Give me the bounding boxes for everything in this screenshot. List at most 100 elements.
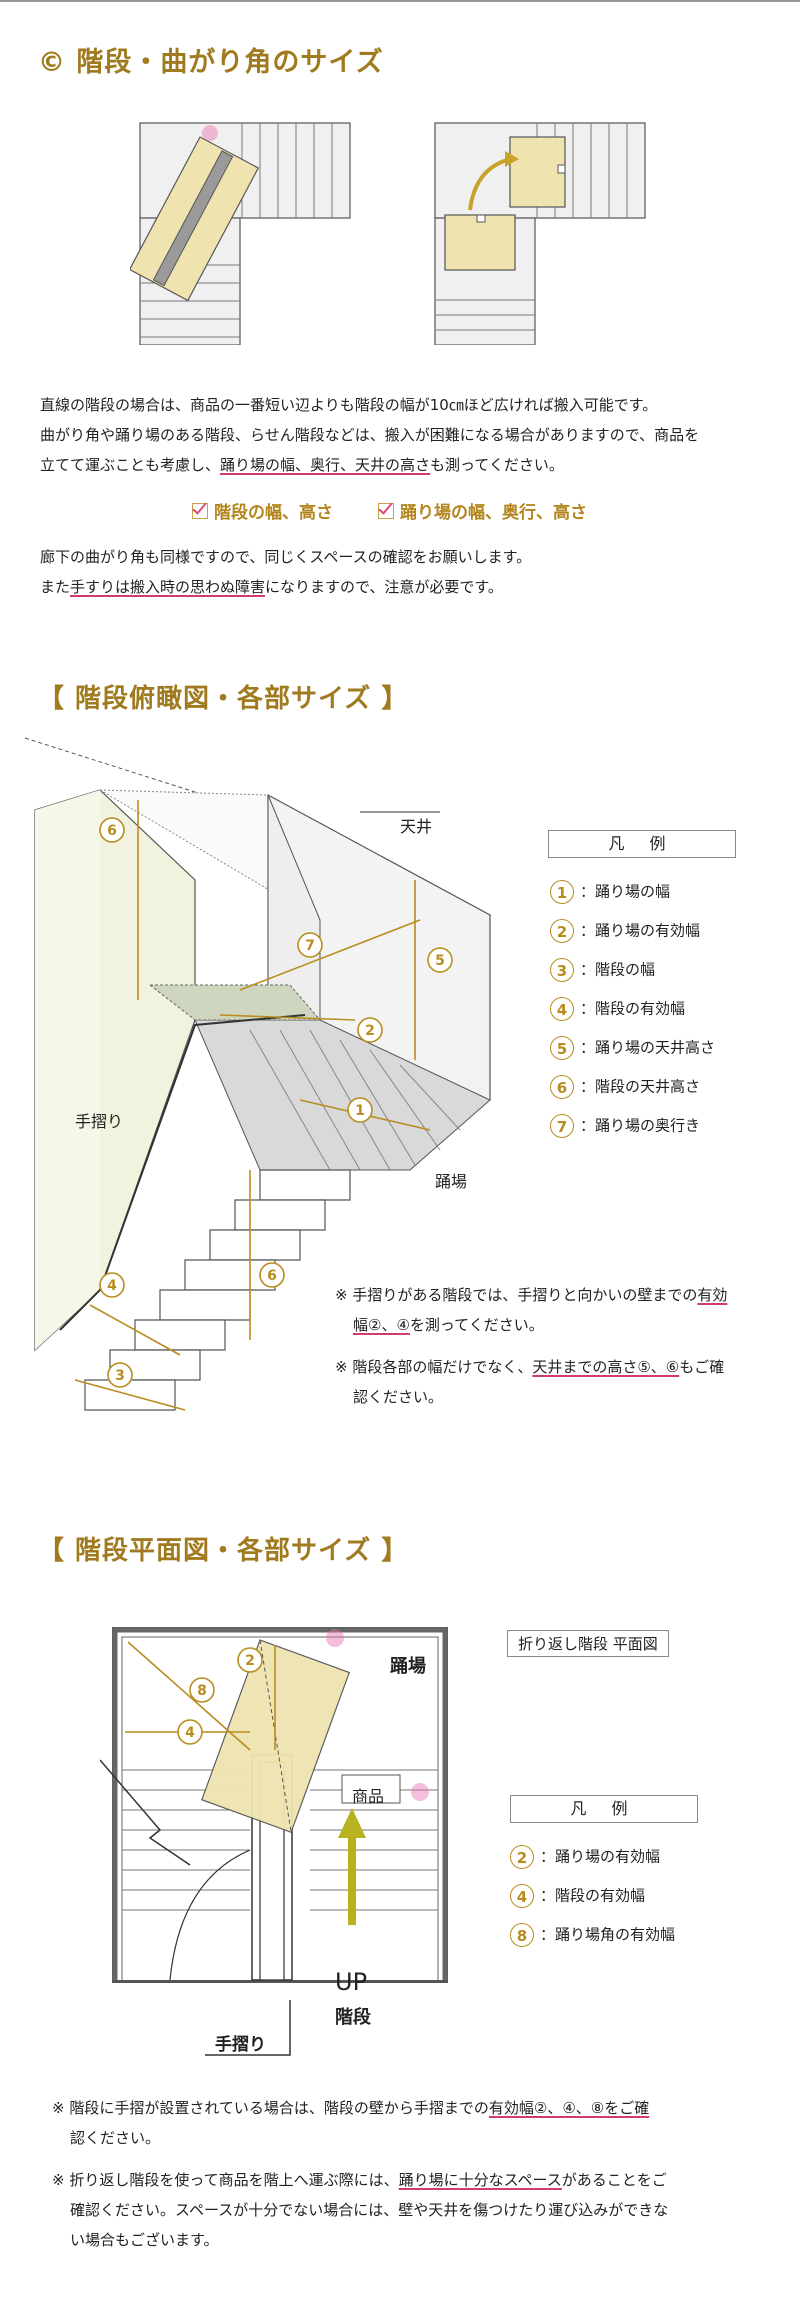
note-line: 幅②、④を測ってください。 (335, 1310, 785, 1340)
note-line: ※ 手摺りがある階段では、手摺りと向かいの壁までの有効 (335, 1280, 785, 1310)
note-line: 認ください。 (353, 1388, 444, 1406)
section-title-corner-size: © 階段・曲がり角のサイズ (38, 47, 384, 78)
check-landing-size: 踊り場の幅、奥行、高さ (378, 498, 587, 523)
legend-number: 4 (510, 1884, 534, 1908)
legend-text: ：踊り場の有効幅 (580, 921, 701, 940)
para-line: 直線の階段の場合は、商品の一番短い辺よりも階段の幅が10㎝ほど広ければ搬入可能で… (40, 396, 658, 414)
legend-number: 3 (550, 958, 574, 982)
legend-text: ：踊り場の有効幅 (540, 1847, 661, 1866)
note-line: ※ 折り返し階段を使って商品を階上へ運ぶ際には、踊り場に十分なスペースがあること… (52, 2165, 772, 2195)
note-line: ※ 階段各部の幅だけでなく、天井までの高さ⑤、⑥もご確 (335, 1352, 785, 1382)
diagram-num: 8 (197, 1683, 207, 1699)
stair-overview-diagram: 6 7 5 2 1 6 4 3 (24, 737, 492, 1411)
label-landing: 踊場 (435, 1172, 468, 1191)
stair-plan-diagram: 8 2 4 (100, 1627, 448, 1983)
legend-item: 4 ：階段の有効幅 (550, 997, 685, 1021)
note-text: ※ 手摺りがある階段では、手摺りと向かいの壁までの (335, 1286, 698, 1304)
legend-item: 3 ：階段の幅 (550, 958, 655, 982)
label-handrail: 手摺り (75, 1112, 124, 1131)
para-line: 曲がり角や踊り場のある階段、らせん階段などは、搬入が困難になる場合がありますので… (40, 426, 700, 444)
diagram-num: 4 (185, 1725, 195, 1741)
note-text: を測ってください。 (409, 1316, 544, 1334)
underlined-text: 天井までの高さ⑤、⑥ (532, 1358, 680, 1376)
checkbox-icon (192, 503, 208, 519)
underlined-text: 手すりは搬入時の思わぬ障害 (70, 578, 266, 596)
underlined-text: 幅②、④ (353, 1316, 410, 1334)
para-line: 立てて運ぶことも考慮し、踊り場の幅、奥行、天井の高さも測ってください。 (40, 450, 699, 480)
para-text: また (40, 578, 71, 596)
para-line: 廊下の曲がり角も同様ですので、同じくスペースの確認をお願いします。 (40, 548, 532, 566)
label-handrail-plan: 手摺り (215, 2035, 266, 2055)
legend-number: 6 (550, 1075, 574, 1099)
legend-title: 凡 例 (548, 830, 736, 858)
legend-text: ：階段の幅 (580, 960, 656, 979)
plan-notes: ※ 階段に手摺が設置されている場合は、階段の壁から手摺までの有効幅②、④、⑧をご… (52, 2093, 772, 2255)
legend-item: 6 ：階段の天井高さ (550, 1075, 700, 1099)
diagram-num: 6 (267, 1268, 277, 1284)
legend-title-plan: 凡 例 (510, 1795, 698, 1823)
legend-text: ：踊り場の奥行き (580, 1116, 701, 1135)
check-stair-width-height: 階段の幅、高さ (192, 498, 333, 523)
legend-number: 5 (550, 1036, 574, 1060)
top-divider (0, 0, 800, 2)
underlined-text: 有効 (697, 1286, 728, 1304)
note-line: ※ 階段に手摺が設置されている場合は、階段の壁から手摺までの有効幅②、④、⑧をご… (52, 2093, 772, 2123)
corner-text-paragraph-2: 廊下の曲がり角も同様ですので、同じくスペースの確認をお願いします。 また手すりは… (40, 542, 531, 602)
legend-number: 1 (550, 880, 574, 904)
plan-diagram-label: 折り返し階段 平面図 (507, 1630, 669, 1657)
overview-notes: ※ 手摺りがある階段では、手摺りと向かいの壁までの有効 幅②、④を測ってください… (335, 1280, 785, 1412)
legend-item: 7 ：踊り場の奥行き (550, 1114, 700, 1138)
note-text: もご確 (679, 1358, 725, 1376)
legend-item: 2 ：踊り場の有効幅 (550, 919, 700, 943)
legend-number: 8 (510, 1923, 534, 1947)
underlined-text: 有効幅②、④、⑧をご確 (488, 2099, 650, 2117)
diagram-num: 6 (107, 823, 117, 839)
legend-number: 2 (550, 919, 574, 943)
label-product: 商品 (352, 1787, 385, 1806)
note-text: ※ 折り返し階段を使って商品を階上へ運ぶ際には、 (52, 2171, 399, 2189)
check-label: 踊り場の幅、奥行、高さ (400, 503, 587, 523)
legend-text: ：踊り場角の有効幅 (540, 1925, 676, 1944)
para-text: も測ってください。 (430, 456, 564, 474)
legend-number: 2 (510, 1845, 534, 1869)
note-line: 認ください。 (70, 2129, 161, 2147)
note-text: があることをご (561, 2171, 667, 2189)
underlined-text: 踊り場に十分なスペース (398, 2171, 562, 2189)
legend-number: 4 (550, 997, 574, 1021)
corner-diagram-right (434, 122, 646, 345)
checkbox-icon (378, 503, 394, 519)
section-title-stair-overview: 【 階段俯瞰図・各部サイズ 】 (38, 684, 409, 714)
note-line: い場合もございます。 (70, 2231, 219, 2249)
note-line: 確認ください。スペースが十分でない場合には、壁や天井を傷つけたり運び込みができな (70, 2201, 669, 2219)
label-up: UP (335, 1968, 368, 1996)
diagram-num: 1 (355, 1103, 365, 1119)
handrail-pointer (205, 2000, 291, 2056)
para-line: また手すりは搬入時の思わぬ障害になりますので、注意が必要です。 (40, 572, 531, 602)
check-label: 階段の幅、高さ (214, 503, 333, 523)
corner-diagram-left (130, 122, 351, 345)
legend-item: 8 ：踊り場角の有効幅 (510, 1923, 675, 1947)
legend-item: 1 ：踊り場の幅 (550, 880, 670, 904)
diagram-num: 2 (365, 1023, 375, 1039)
diagram-num: 3 (115, 1368, 125, 1384)
underlined-text: 踊り場の幅、奥行、天井の高さ (220, 456, 431, 474)
legend-text: ：踊り場の幅 (580, 882, 671, 901)
legend-item: 4 ：階段の有効幅 (510, 1884, 645, 1908)
label-stairs: 階段 (335, 2007, 371, 2028)
legend-text: ：階段の天井高さ (580, 1077, 701, 1096)
legend-item: 2 ：踊り場の有効幅 (510, 1845, 660, 1869)
note-text: ※ 階段に手摺が設置されている場合は、階段の壁から手摺までの (52, 2099, 489, 2117)
legend-text: ：階段の有効幅 (540, 1886, 646, 1905)
legend-number: 7 (550, 1114, 574, 1138)
para-text: になりますので、注意が必要です。 (265, 578, 503, 596)
label-ceiling: 天井 (400, 817, 433, 836)
diagram-num: 5 (435, 953, 445, 969)
diagram-num: 7 (305, 938, 315, 954)
legend-item: 5 ：踊り場の天井高さ (550, 1036, 715, 1060)
corner-text-paragraph: 直線の階段の場合は、商品の一番短い辺よりも階段の幅が10㎝ほど広ければ搬入可能で… (40, 390, 699, 480)
diagram-num: 2 (245, 1653, 255, 1669)
legend-text: ：踊り場の天井高さ (580, 1038, 716, 1057)
label-landing-plan: 踊場 (390, 1656, 426, 1677)
legend-text: ：階段の有効幅 (580, 999, 686, 1018)
para-text: 立てて運ぶことも考慮し、 (40, 456, 221, 474)
